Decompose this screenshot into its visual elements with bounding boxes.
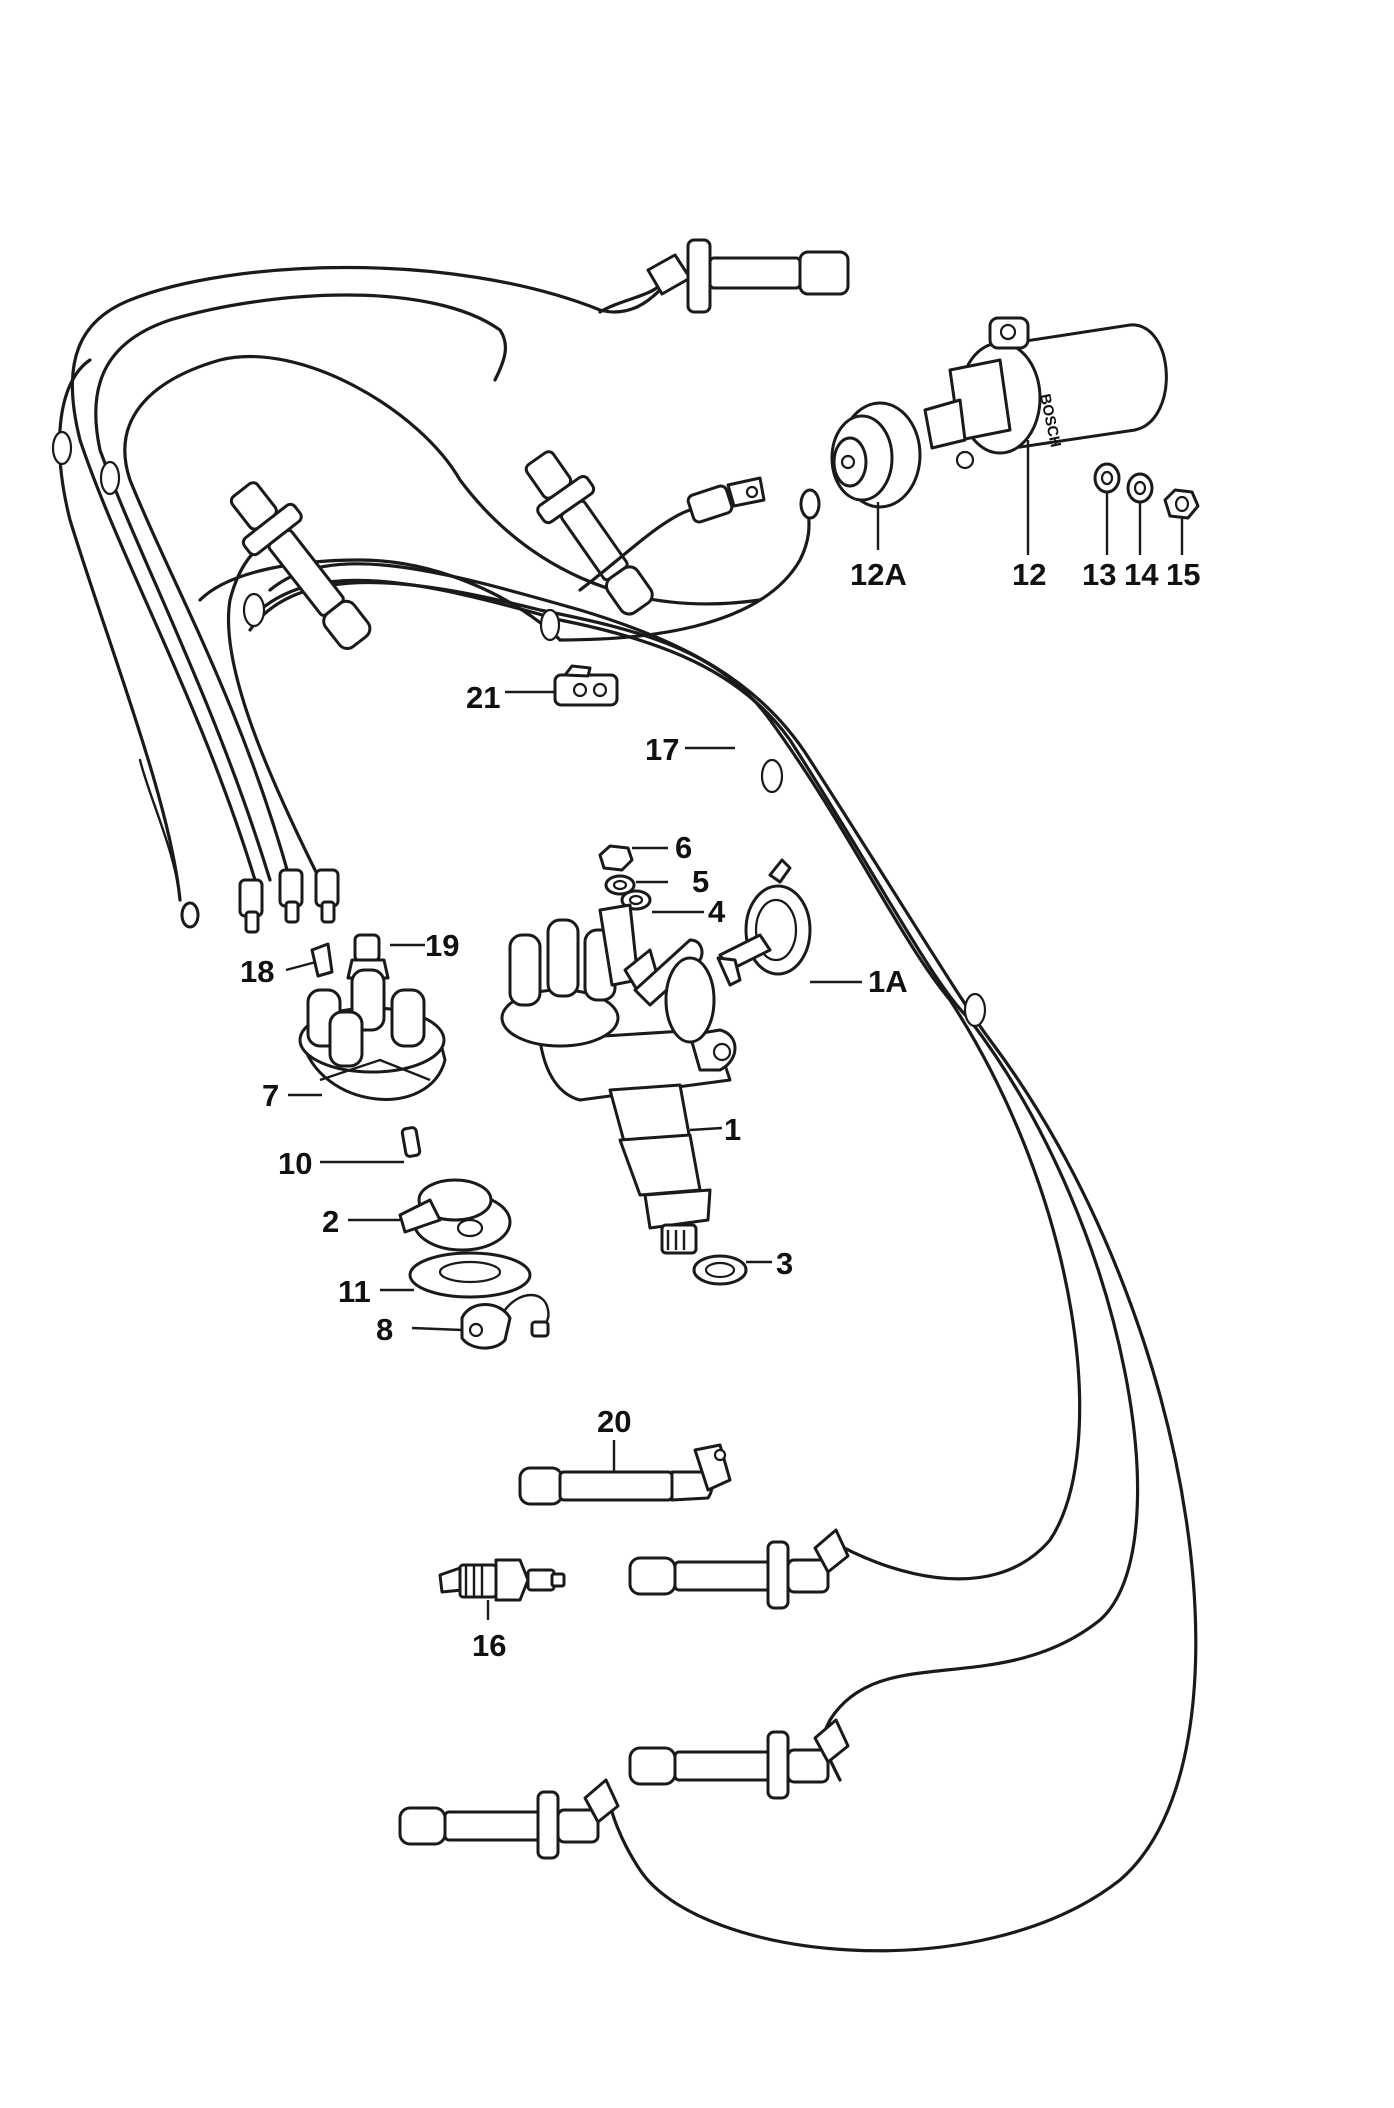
dust-shield-11-icon xyxy=(408,1251,532,1299)
washer-5-icon xyxy=(604,874,636,896)
plug-connector-20-icon xyxy=(518,1443,732,1506)
label-3: 3 xyxy=(776,1246,793,1281)
nut-15-icon xyxy=(1163,488,1200,520)
connector-block-21-icon xyxy=(553,664,619,707)
label-1: 1 xyxy=(724,1112,741,1147)
label-18: 18 xyxy=(240,954,274,989)
label-19: 19 xyxy=(425,928,459,963)
ignition-wire-harness xyxy=(51,265,1198,1953)
label-4: 4 xyxy=(708,894,726,929)
washer-13-icon xyxy=(1093,462,1121,494)
part-labels: 12A 12 13 14 15 21 17 6 5 4 1A 19 18 7 1… xyxy=(240,557,1200,1663)
plug-connector-bottom-3-icon xyxy=(398,1778,620,1860)
harness-terminals-icon xyxy=(180,868,340,934)
label-7: 7 xyxy=(262,1078,279,1113)
condenser-8-icon xyxy=(460,1293,550,1350)
label-20: 20 xyxy=(597,1404,631,1439)
coil-cover-12a-icon xyxy=(830,401,922,509)
plug-connector-left-icon xyxy=(229,481,372,650)
harness-clip-icon xyxy=(99,460,121,496)
plug-connector-middle-icon xyxy=(524,450,654,616)
harness-clip-icon xyxy=(963,992,987,1028)
label-11: 11 xyxy=(338,1274,371,1309)
label-16: 16 xyxy=(472,1628,506,1663)
vacuum-unit-1a-icon xyxy=(716,858,812,987)
label-13: 13 xyxy=(1082,557,1116,592)
label-17: 17 xyxy=(645,732,679,767)
harness-clip-icon xyxy=(760,758,784,794)
distributor-1-icon xyxy=(500,903,737,1255)
label-14: 14 xyxy=(1124,557,1159,592)
harness-clip-icon xyxy=(539,608,561,642)
label-12a: 12A xyxy=(850,557,907,592)
nut-6-icon xyxy=(598,844,634,872)
label-8: 8 xyxy=(376,1312,393,1347)
spark-plug-16-icon xyxy=(438,1558,566,1602)
label-1a: 1A xyxy=(868,964,908,999)
label-10: 10 xyxy=(278,1146,312,1181)
washer-3-icon xyxy=(692,1254,748,1286)
screw-10-icon xyxy=(400,1126,422,1158)
label-5: 5 xyxy=(692,864,709,899)
label-2: 2 xyxy=(322,1204,339,1239)
plug-connector-bottom-2-icon xyxy=(628,1718,850,1800)
label-6: 6 xyxy=(675,830,692,865)
label-21: 21 xyxy=(466,680,500,715)
label-12: 12 xyxy=(1012,557,1046,592)
distributor-cap-7-icon xyxy=(298,968,447,1101)
clip-18-icon xyxy=(310,942,334,978)
coil-wire-terminal-icon xyxy=(578,476,766,592)
ground-wire-eyelet-icon xyxy=(558,488,821,642)
lock-washer-14-icon xyxy=(1126,472,1154,504)
plug-connector-bottom-1-icon xyxy=(628,1528,850,1610)
leader-lines xyxy=(285,440,1184,1620)
plug-connector-top-icon xyxy=(598,238,850,314)
ignition-coil-icon: BOSCH xyxy=(923,316,1168,470)
harness-clip-icon xyxy=(242,592,266,628)
harness-clip-icon xyxy=(51,430,73,466)
label-15: 15 xyxy=(1166,557,1200,592)
rotor-2-icon xyxy=(398,1178,512,1252)
